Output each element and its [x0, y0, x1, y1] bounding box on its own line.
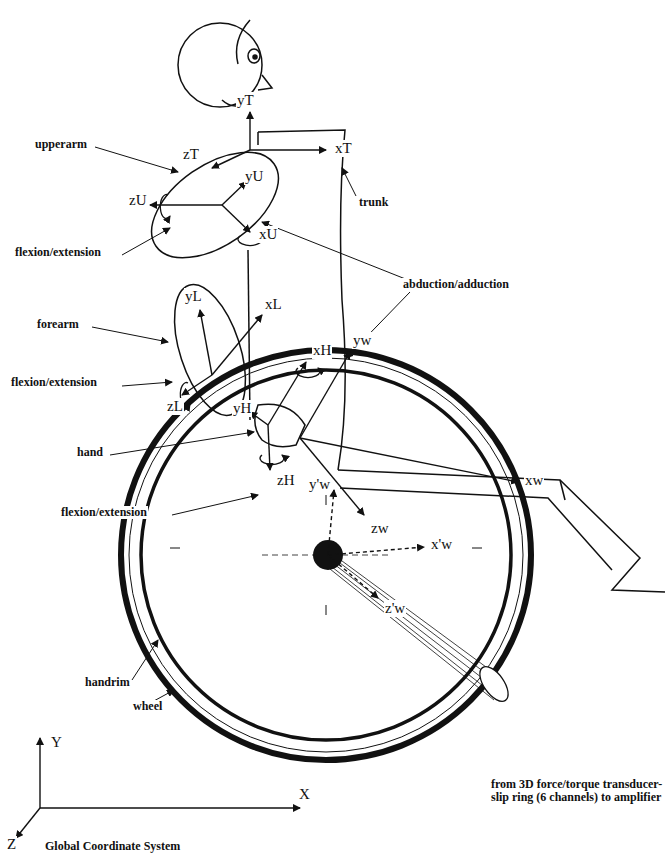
axis-label: zw [370, 520, 390, 537]
axis-label: xL [264, 296, 283, 313]
motion-name: abduction/adduction [402, 278, 510, 291]
part-name: trunk [358, 196, 389, 209]
motion-name: flexion/extension [14, 246, 102, 259]
axis-label: z'w [384, 600, 406, 617]
axis-label: x'w [430, 536, 453, 553]
axis-label: zH [276, 472, 296, 489]
axis-label: y'w [308, 476, 331, 493]
axis-label: xT [334, 140, 353, 157]
axis-label: Z [6, 836, 17, 853]
motion-name: flexion/extension [60, 506, 148, 519]
axis-label: xw [524, 472, 544, 489]
axis-label: xU [258, 226, 278, 243]
part-name: wheel [132, 700, 163, 713]
part-name: upperarm [34, 138, 88, 151]
axis-label: zT [182, 146, 200, 163]
axis-label: yT [236, 92, 255, 109]
motion-name: flexion/extension [10, 376, 98, 389]
axis-label: zU [128, 192, 148, 209]
axis-label: xH [312, 342, 332, 359]
axis-label: yU [244, 168, 264, 185]
axis-label: zL [166, 398, 184, 415]
axis-label: yw [352, 332, 372, 349]
axis-system-title: Global Coordinate System [44, 840, 181, 853]
axis-label: yH [232, 400, 252, 417]
cable-note: from 3D force/torque transducer-slip rin… [490, 778, 664, 804]
axis-label: X [298, 786, 311, 803]
part-name: handrim [84, 676, 131, 689]
axis-label: yL [184, 288, 203, 305]
part-name: hand [76, 446, 104, 459]
part-name: forearm [36, 318, 80, 331]
axis-label: Y [50, 734, 63, 751]
